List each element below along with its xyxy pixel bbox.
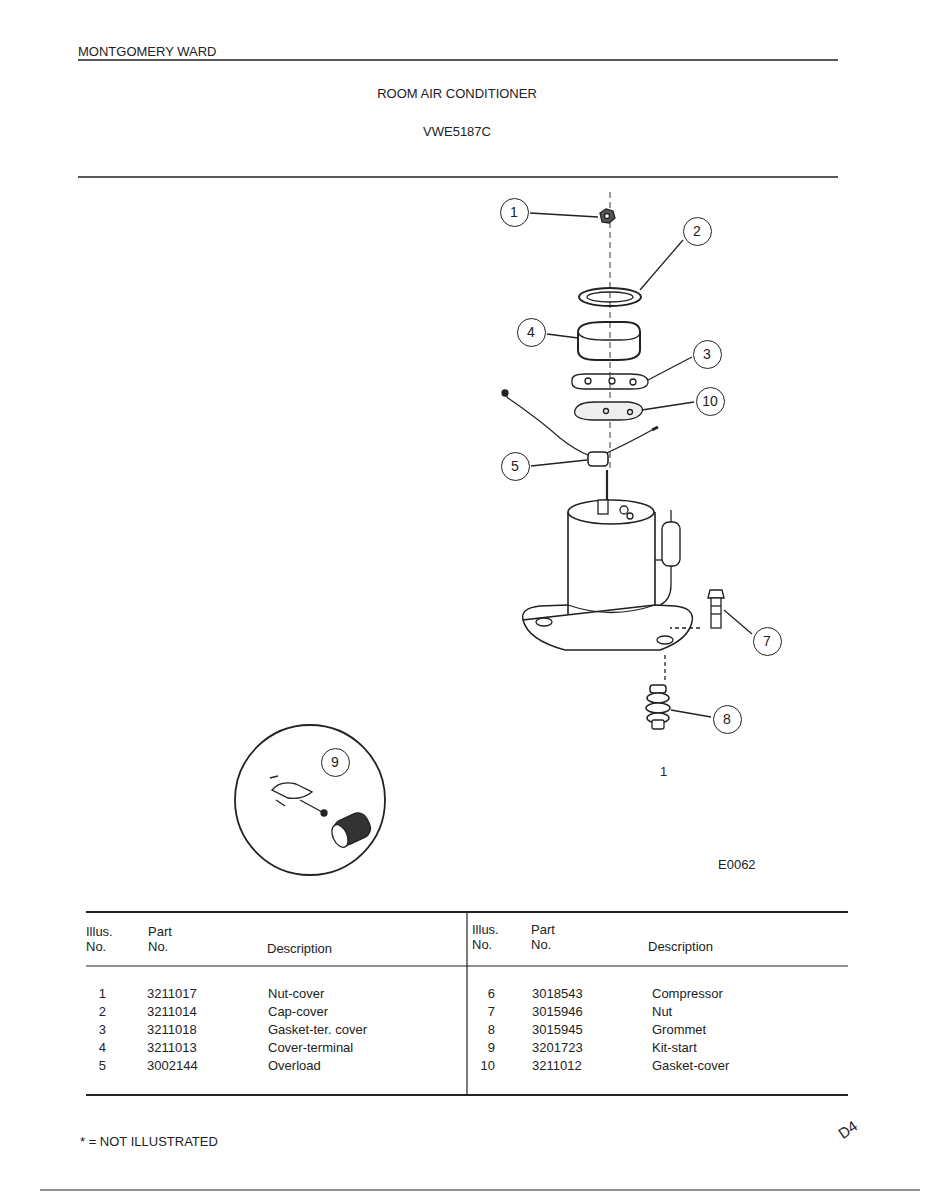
- table-cell: 3201723: [532, 1040, 583, 1055]
- table-cell: 7: [488, 1004, 495, 1019]
- callout-number: 10: [696, 387, 725, 416]
- callout-text: 9: [331, 754, 339, 770]
- callout-text: 1: [510, 204, 518, 220]
- callout-number: 5: [501, 452, 530, 481]
- callout-text: 3: [703, 346, 711, 362]
- table-cell: 3211012: [532, 1058, 582, 1073]
- table-cell: Gasket-ter. cover: [268, 1022, 367, 1037]
- table-cell: Overload: [268, 1058, 321, 1073]
- table-cell: Cap-cover: [268, 1004, 328, 1019]
- table-cell: Cover-terminal: [268, 1040, 353, 1055]
- stray-mark: 1: [660, 764, 667, 779]
- callout-number: 8: [713, 705, 742, 734]
- table-cell: 3211014: [147, 1004, 197, 1019]
- figure-code: E0062: [718, 857, 756, 872]
- table-header: Part No.: [148, 924, 188, 954]
- table-cell: Grommet: [652, 1022, 706, 1037]
- table-cell: 10: [481, 1058, 495, 1073]
- table-cell: Nut-cover: [268, 986, 324, 1001]
- model-number: VWE5187C: [423, 124, 491, 139]
- table-cell: 5: [99, 1058, 106, 1073]
- callout-text: 4: [527, 324, 535, 340]
- table-cell: 4: [99, 1040, 106, 1055]
- callout-text: 5: [511, 458, 519, 474]
- table-cell: 3015946: [532, 1004, 583, 1019]
- handwritten-mark: D4: [835, 1118, 859, 1141]
- table-header: Illus. No.: [472, 922, 512, 952]
- table-cell: 3211013: [147, 1040, 197, 1055]
- callout-text: 8: [723, 711, 731, 727]
- callout-text: 2: [693, 223, 701, 239]
- callout-number: 2: [683, 217, 712, 246]
- callout-text: 7: [763, 633, 771, 649]
- table-cell: 3015945: [532, 1022, 583, 1037]
- table-cell: Gasket-cover: [652, 1058, 729, 1073]
- table-cell: 2: [99, 1004, 106, 1019]
- brand-name: MONTGOMERY WARD: [78, 44, 216, 59]
- page-title: ROOM AIR CONDITIONER: [377, 86, 537, 101]
- table-cell: 3211018: [147, 1022, 197, 1037]
- table-header: Description: [267, 941, 332, 956]
- callout-number: 1: [500, 198, 529, 227]
- table-cell: Nut: [652, 1004, 672, 1019]
- table-header: Illus. No.: [86, 924, 126, 954]
- callout-number: 3: [693, 340, 722, 369]
- table-cell: 8: [488, 1022, 495, 1037]
- table-cell: Kit-start: [652, 1040, 697, 1055]
- callout-number: 9: [321, 748, 350, 777]
- table-cell: Compressor: [652, 986, 723, 1001]
- footnote: * = NOT ILLUSTRATED: [80, 1134, 218, 1149]
- table-cell: 3018543: [532, 986, 583, 1001]
- table-cell: 3: [99, 1022, 106, 1037]
- table-cell: 3002144: [147, 1058, 198, 1073]
- table-cell: 1: [99, 986, 106, 1001]
- callout-number: 4: [517, 318, 546, 347]
- table-header: Description: [648, 939, 713, 954]
- callout-number: 7: [753, 627, 782, 656]
- table-cell: 6: [488, 986, 495, 1001]
- table-cell: 9: [488, 1040, 495, 1055]
- table-cell: 3211017: [147, 986, 197, 1001]
- callout-text: 10: [702, 393, 718, 409]
- table-header: Part No.: [531, 922, 571, 952]
